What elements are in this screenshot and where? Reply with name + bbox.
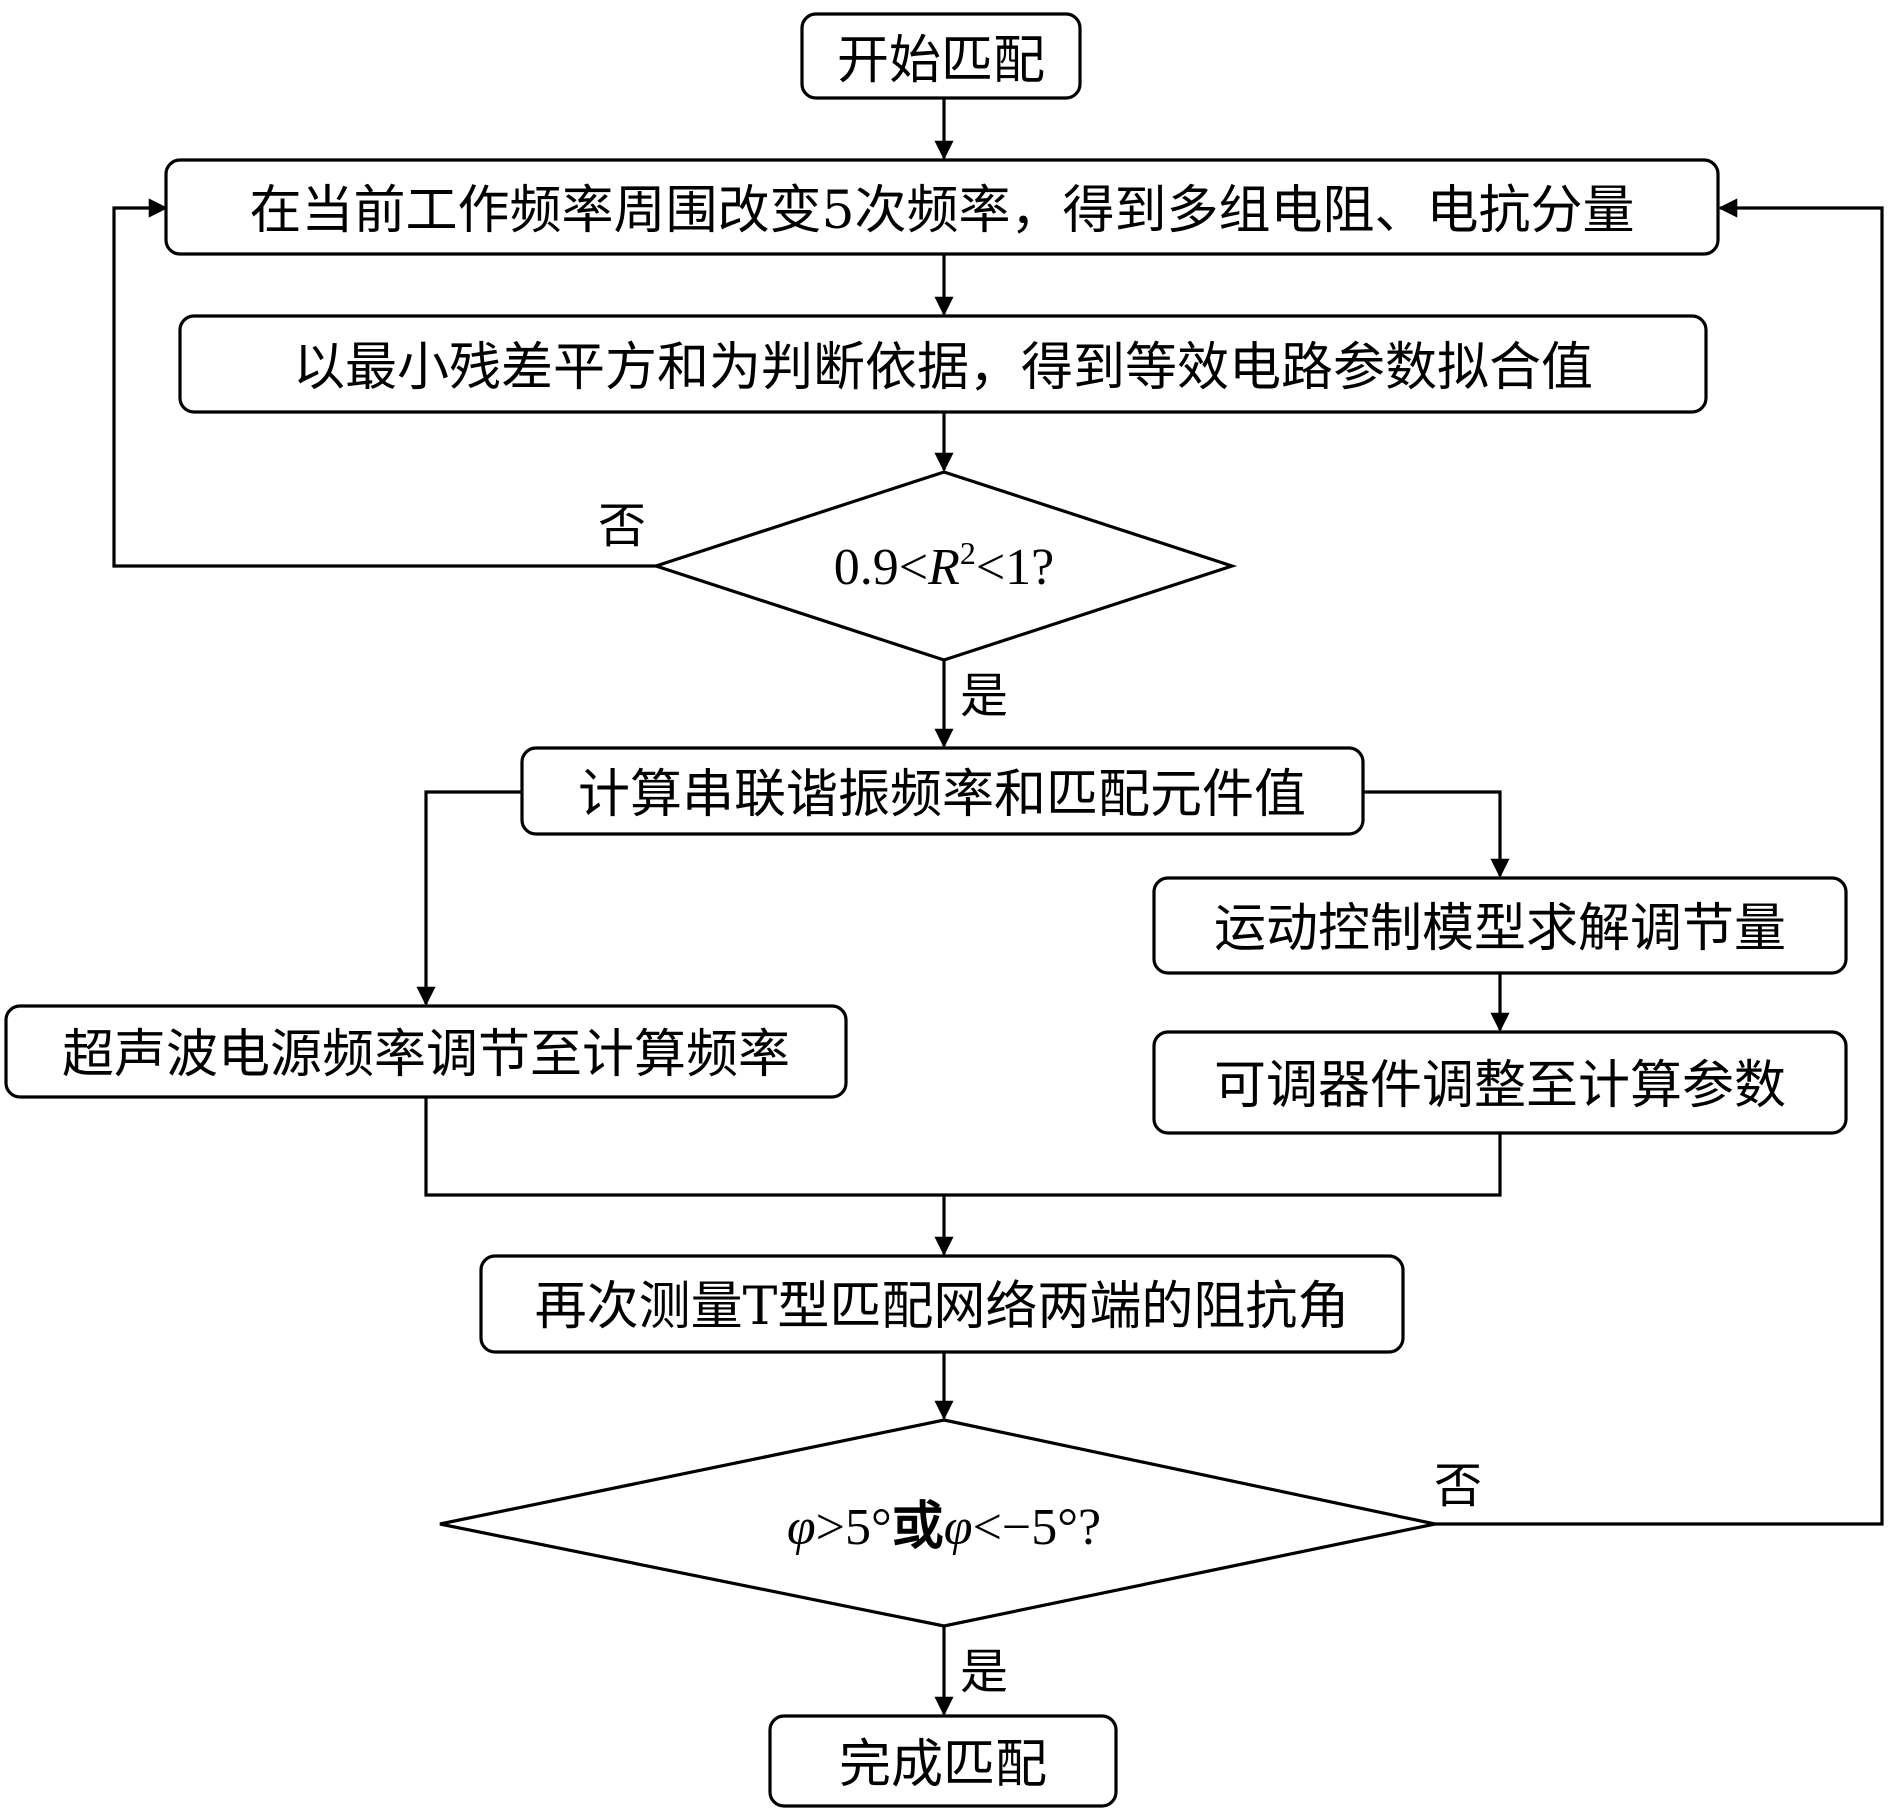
vary-frequency-text: 在当前工作频率周围改变5次频率，得到多组电阻、电抗分量 [249, 181, 1634, 241]
decision2-or: 或 [892, 1497, 944, 1557]
label-no-2: 否 [1434, 1458, 1482, 1514]
decision2-node: φ>5°或φ<−5°? [439, 1418, 1436, 1628]
ultrasonic-node: 超声波电源频率调节至计算频率 [4, 1004, 848, 1099]
motion-control-node: 运动控制模型求解调节量 [1152, 876, 1848, 975]
edge-calc-to-ultrasonic [416, 790, 522, 1006]
decision1-sup: 2 [960, 535, 976, 571]
remeasure-node: 再次测量T型匹配网络两端的阻抗角 [479, 1254, 1405, 1354]
label-yes-1: 是 [960, 668, 1008, 724]
label-no-1: 否 [598, 498, 646, 554]
decision2-part2: <−5°? [973, 1499, 1102, 1556]
label-yes-2: 是 [960, 1644, 1008, 1700]
edge-decision1-no-loop [112, 198, 656, 568]
ultrasonic-text: 超声波电源频率调节至计算频率 [62, 1025, 790, 1085]
adjust-node: 可调器件调整至计算参数 [1152, 1030, 1848, 1135]
vary-frequency-node: 在当前工作频率周围改变5次频率，得到多组电阻、电抗分量 [164, 158, 1720, 256]
adjust-text: 可调器件调整至计算参数 [1214, 1056, 1786, 1116]
start-text: 开始匹配 [837, 31, 1045, 91]
decision2-text: φ>5°或φ<−5°? [787, 1497, 1101, 1557]
fit-parameters-node: 以最小残差平方和为判断依据，得到等效电路参数拟合值 [178, 314, 1708, 414]
decision1-var: R [927, 539, 960, 596]
decision1-node: 0.9<R2<1? [650, 470, 1238, 662]
motion-control-text: 运动控制模型求解调节量 [1214, 899, 1786, 959]
decision2-phi1: φ [787, 1499, 816, 1556]
edge-merge-lines [424, 1097, 1502, 1197]
decision1-text: 0.9<R2<1? [834, 535, 1055, 596]
done-node: 完成匹配 [768, 1714, 1118, 1808]
edge-calc-to-motion [1363, 790, 1510, 878]
decision2-part1: >5° [816, 1499, 892, 1556]
edge-decision2-no-loop [1435, 198, 1884, 1526]
calc-text: 计算串联谐振频率和匹配元件值 [578, 765, 1306, 825]
decision2-phi2: φ [944, 1499, 973, 1556]
fit-parameters-text: 以最小残差平方和为判断依据，得到等效电路参数拟合值 [293, 338, 1593, 398]
edges [112, 98, 1884, 1716]
start-node: 开始匹配 [800, 12, 1082, 100]
calc-node: 计算串联谐振频率和匹配元件值 [520, 746, 1365, 836]
decision1-post: <1? [976, 539, 1054, 596]
done-text: 完成匹配 [839, 1735, 1047, 1795]
decision1-pre: 0.9< [834, 539, 928, 596]
remeasure-text: 再次测量T型匹配网络两端的阻抗角 [535, 1277, 1350, 1337]
